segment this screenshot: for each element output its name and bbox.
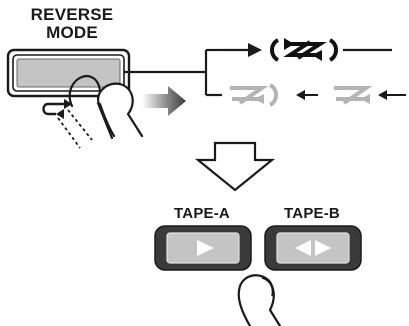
tape-b-button[interactable] — [264, 225, 362, 271]
tape-a-button[interactable] — [154, 225, 252, 271]
tape-b-label: TAPE-B — [284, 205, 340, 222]
play-forward-icon — [197, 240, 214, 256]
one-way-reverse-icon — [230, 83, 278, 107]
play-both-directions-icon — [295, 240, 331, 256]
reverse-mode-label-line1: REVERSE — [30, 5, 114, 24]
mode-cycle-connector — [123, 48, 222, 97]
one-way-play-icon — [334, 86, 373, 105]
next-step-arrow-icon — [194, 141, 276, 192]
return-arrows — [296, 90, 406, 100]
repeat-press-arrows-icon — [42, 99, 72, 119]
pressing-finger-icon — [237, 274, 282, 326]
tape-a-label: TAPE-A — [174, 205, 230, 222]
reverse-mode-label-line2: MODE — [46, 23, 98, 42]
cycle-arrow-icon — [248, 43, 262, 57]
continuous-reverse-icon — [270, 38, 338, 62]
pressing-hand-icon — [57, 74, 144, 149]
result-arrow-icon — [142, 86, 186, 116]
